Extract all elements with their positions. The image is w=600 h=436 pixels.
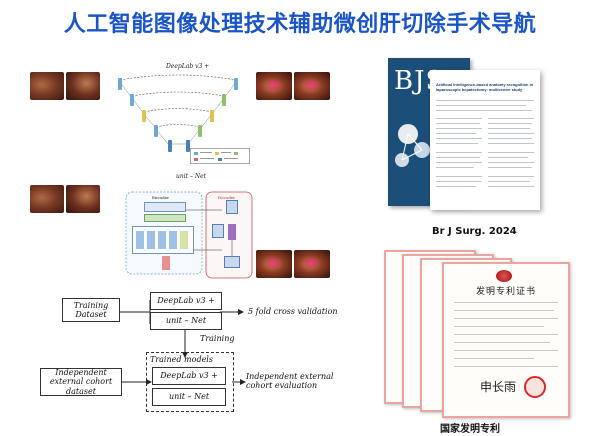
segmented-image (294, 250, 330, 278)
decoder-block (222, 94, 226, 106)
patent-header: 发明专利证书 (475, 287, 536, 297)
encoder-block (130, 94, 134, 106)
decoder-block (226, 200, 238, 214)
deeplab-train-box: DeepLab v3 + (150, 292, 222, 310)
encoder-block (154, 125, 158, 137)
decoder-block (224, 256, 240, 268)
unet-label: unit – Net (176, 173, 207, 180)
deeplab-train-label: DeepLab v3 + (157, 296, 215, 306)
trained-models-label: Trained models (150, 355, 213, 364)
training-dataset-label: Training Dataset (73, 300, 109, 319)
unet-skip-arcs (119, 74, 237, 145)
endoscopic-image (66, 72, 100, 100)
feature-block (162, 256, 170, 270)
signature-mark: 申长雨 (480, 380, 517, 394)
encoder-block (144, 202, 186, 212)
cross-validation-label: 5 fold cross validation (248, 307, 338, 316)
endoscopic-image (66, 185, 100, 213)
deeplab-eval-label: DeepLab v3 + (160, 371, 218, 381)
decoder-block (198, 125, 202, 137)
endoscopic-image (30, 185, 64, 213)
encoder-block (142, 110, 146, 122)
article-title: Artificial intelligence-based anatomy re… (436, 82, 534, 92)
deeplab-label: DeepLab v3 + (166, 63, 210, 70)
unet-eval-label: unit – Net (168, 392, 210, 402)
journal-article-page: Artificial intelligence-based anatomy re… (430, 70, 540, 210)
bottleneck-block (186, 140, 190, 152)
patent-emblem-icon (496, 270, 512, 282)
bottleneck-block (168, 140, 172, 152)
trained-models-box (146, 352, 234, 412)
decoder-label: Decoder (218, 195, 236, 200)
patent-certificate: 发明专利证书 申长雨 (442, 262, 570, 418)
external-dataset-label: Independent external cohort dataset (49, 368, 113, 396)
diagram-legend (190, 148, 250, 164)
endoscopic-image (30, 72, 64, 100)
segmented-image (256, 72, 292, 100)
page-title: 人工智能图像处理技术辅助微创肝切除手术导航 (63, 12, 537, 37)
segmented-image (256, 250, 292, 278)
journal-cover-art (395, 124, 430, 167)
decoder-block (210, 110, 214, 122)
patent-caption: 国家发明专利 (440, 424, 500, 435)
encoder-block (118, 78, 122, 90)
external-dataset-box: Independent external cohort dataset (40, 368, 122, 396)
encoder-block (144, 214, 186, 222)
segmented-image (294, 72, 330, 100)
decoder-block (228, 224, 236, 240)
journal-caption: Br J Surg. 2024 (432, 226, 517, 237)
encoder-label: Encoder (152, 195, 169, 200)
external-eval-label: Independent external cohort evaluation (246, 372, 334, 391)
decoder-block (234, 78, 238, 90)
red-seal-icon (524, 376, 546, 398)
unet-architecture-diagram: Encoder Decoder (122, 190, 254, 280)
deeplab-architecture-diagram: DeepLab v3 + (106, 60, 250, 165)
flowchart-arrows (120, 300, 246, 385)
unet-train-label: unit – Net (165, 316, 207, 326)
decoder-block (212, 224, 224, 238)
training-label: Training (200, 334, 235, 343)
deeplab-eval-box: DeepLab v3 + (152, 367, 226, 385)
aspp-block (132, 226, 194, 254)
unet-eval-box: unit – Net (152, 388, 226, 406)
unet-train-box: unit – Net (150, 312, 222, 330)
training-dataset-box: Training Dataset (62, 298, 120, 322)
